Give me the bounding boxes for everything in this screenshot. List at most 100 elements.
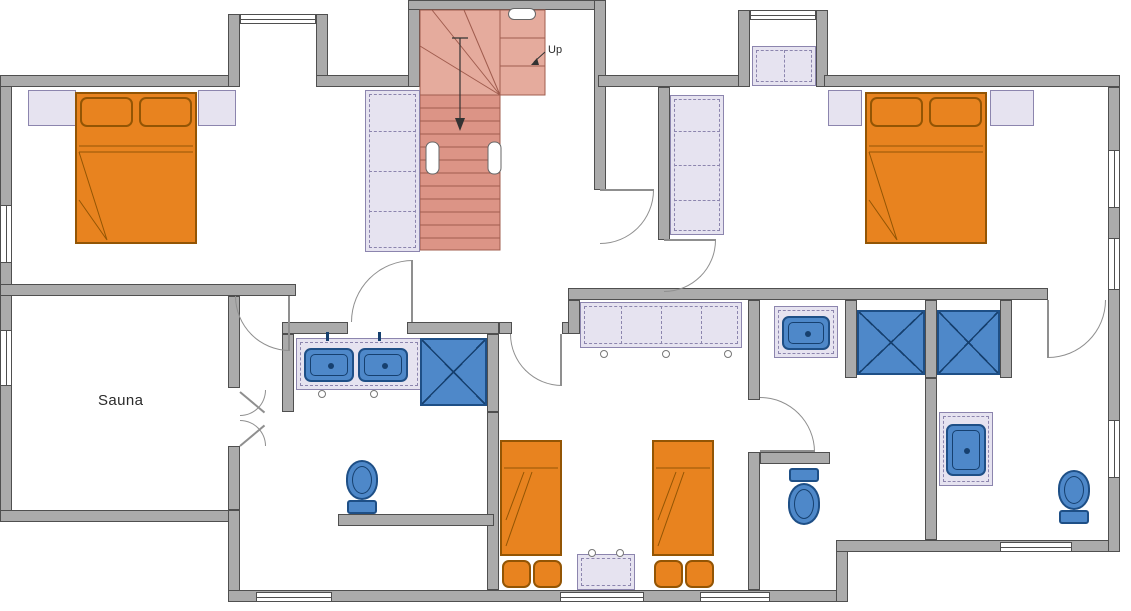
sink-drain	[382, 363, 388, 369]
sink-basin	[310, 354, 348, 376]
door-arc	[510, 334, 562, 386]
wardrobe	[365, 90, 420, 252]
wall	[487, 334, 499, 412]
duvet-fold	[504, 467, 558, 547]
nightstand-outline	[581, 558, 631, 586]
wall	[925, 378, 937, 540]
wall	[568, 300, 580, 334]
toilet-bowl	[788, 483, 820, 525]
single-bed	[500, 440, 562, 556]
vanity-outline	[300, 342, 418, 386]
shower	[937, 310, 1000, 375]
toilet-bowl	[1058, 470, 1090, 510]
counter-knob	[662, 350, 670, 358]
sink-basin	[788, 322, 824, 344]
door-arc	[664, 240, 716, 292]
window	[1000, 542, 1072, 552]
pillow	[139, 97, 192, 127]
counter-knob	[724, 350, 732, 358]
sink	[358, 348, 408, 382]
staircase	[419, 9, 546, 251]
wall	[824, 75, 1120, 87]
sink	[946, 424, 986, 476]
window	[750, 10, 816, 20]
door-leaf	[411, 260, 413, 322]
window	[0, 205, 12, 263]
wall	[316, 75, 412, 87]
window	[0, 330, 12, 386]
wall	[845, 300, 857, 378]
counter-divider	[701, 306, 702, 344]
wall	[228, 14, 240, 87]
toilet-bowl	[346, 460, 378, 500]
wardrobe-shelf	[674, 130, 720, 132]
stairs-landing-lines	[500, 37, 545, 67]
counter-knob	[600, 350, 608, 358]
radiator	[508, 8, 536, 20]
duvet-fold	[78, 145, 193, 241]
sauna-label: Sauna	[98, 392, 144, 409]
shower	[420, 338, 487, 406]
wall	[816, 10, 828, 87]
wall	[836, 540, 1120, 552]
wall	[598, 75, 742, 87]
window	[700, 592, 770, 602]
door-leaf	[288, 296, 290, 351]
wall	[738, 10, 750, 87]
cabinet-divider	[784, 50, 785, 82]
stairs-newel-post	[425, 141, 440, 175]
wardrobe	[670, 95, 724, 235]
wall	[282, 322, 348, 334]
wardrobe-shelf	[674, 199, 720, 201]
sink	[782, 316, 830, 350]
door-arc	[1048, 300, 1106, 358]
wall	[925, 300, 937, 378]
window	[1108, 238, 1120, 290]
wardrobe-shelf	[369, 171, 416, 172]
pillow	[80, 97, 133, 127]
vanity-knob	[318, 390, 326, 398]
dresser	[198, 90, 236, 126]
door-leaf	[664, 239, 716, 241]
shower	[857, 310, 925, 375]
wall	[228, 510, 240, 602]
stairs-up-label: Up	[548, 44, 563, 56]
stairs-direction-arrow	[452, 37, 468, 122]
pillow	[654, 560, 683, 588]
double-bed	[865, 92, 987, 244]
wall	[407, 322, 499, 334]
stairs-arrowhead	[455, 118, 465, 131]
pillow	[929, 97, 982, 127]
window	[256, 592, 332, 602]
sink-drain	[328, 363, 334, 369]
sink-drain	[805, 331, 811, 337]
sink-counter-outline	[778, 310, 834, 354]
wall	[487, 412, 499, 590]
wall	[0, 75, 12, 522]
wall	[0, 284, 296, 296]
wall	[658, 87, 670, 240]
wall	[1000, 300, 1012, 378]
window	[560, 592, 644, 602]
pillow	[533, 560, 562, 588]
duvet-fold	[868, 145, 983, 241]
nightstand	[577, 554, 635, 590]
vanity-knob	[370, 390, 378, 398]
window	[240, 14, 316, 24]
wardrobe-shelf	[369, 211, 416, 212]
sink-counter-outline	[943, 416, 989, 482]
dresser	[990, 90, 1034, 126]
pillow	[502, 560, 531, 588]
wall	[0, 510, 240, 522]
wall	[568, 288, 1048, 300]
sink	[304, 348, 354, 382]
door-arc	[351, 260, 413, 322]
nightstand-knob	[588, 549, 596, 557]
toilet-tank	[1059, 510, 1089, 524]
door-leaf	[1047, 300, 1049, 358]
door-leaf	[760, 450, 815, 452]
sink-drain	[964, 448, 970, 454]
wardrobe-shelf	[674, 165, 720, 166]
wall	[228, 296, 240, 388]
